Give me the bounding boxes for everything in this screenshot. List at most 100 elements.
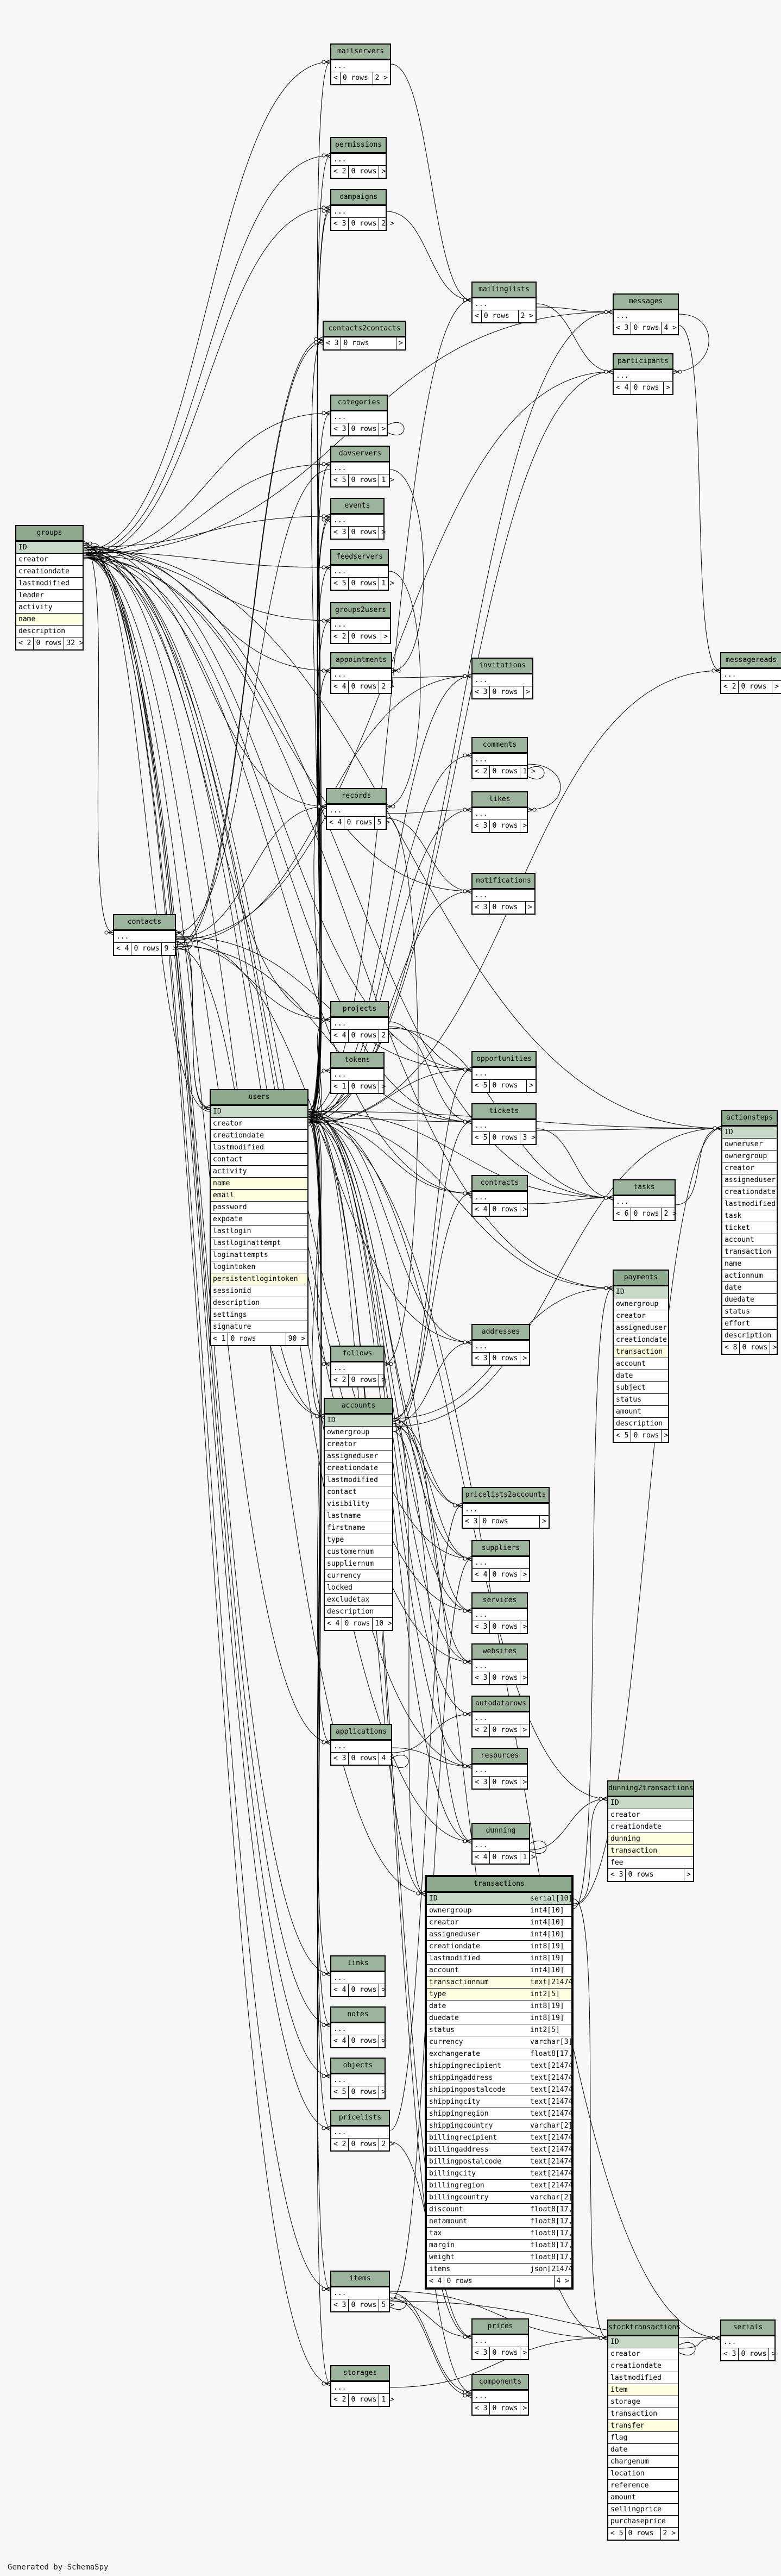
column-type: int4[10] [530,1918,564,1927]
column-name: netamount [429,2217,468,2225]
optional-marker [463,298,467,302]
column-row: creationdate [16,565,83,577]
column-row: loginattempts [211,1249,307,1261]
column-row: password [211,1201,307,1213]
crows-foot-marker [466,1067,472,1072]
optional-marker [463,808,467,812]
column-name: date [429,2002,446,2010]
optional-marker [322,205,326,210]
table-name: categories [331,396,387,411]
parent-count: 3 [342,1754,347,1762]
row-count: 0 rows [631,382,664,394]
table-name: likes [473,792,527,808]
relationship-line [83,545,331,2077]
row-count: 0 rows [739,2348,770,2360]
column-name: lastmodified [610,2374,662,2382]
column-name: ... [333,671,347,679]
column-name: ... [616,1198,629,1206]
parent-count: 5 [483,1134,488,1142]
crows-foot-marker [325,2381,331,2386]
table-name: objects [331,2059,385,2074]
relationship-line [393,1426,472,1559]
column-row: ID [614,1286,668,1298]
crows-foot-marker [466,1608,472,1614]
relationship-line [393,1418,472,1611]
column-name: creationdate [610,1823,662,1831]
column-name: ... [475,1841,488,1849]
column-name: ... [329,806,342,815]
column-row: sellingprice [608,2503,678,2515]
table-name: campaigns [331,190,386,205]
column-row: leader [16,589,83,601]
optional-marker [678,370,682,374]
column-row: ... [473,1191,527,1203]
column-row: ... [331,60,390,72]
crows-foot-marker [325,2022,331,2028]
column-row: ... [331,1362,383,1374]
row-count: 0 rows [342,1618,373,1630]
column-row: locked [325,1581,392,1593]
crows-foot-marker [602,2335,608,2341]
column-row: lastlogin [211,1225,307,1237]
row-count: 0 rows [349,474,380,486]
